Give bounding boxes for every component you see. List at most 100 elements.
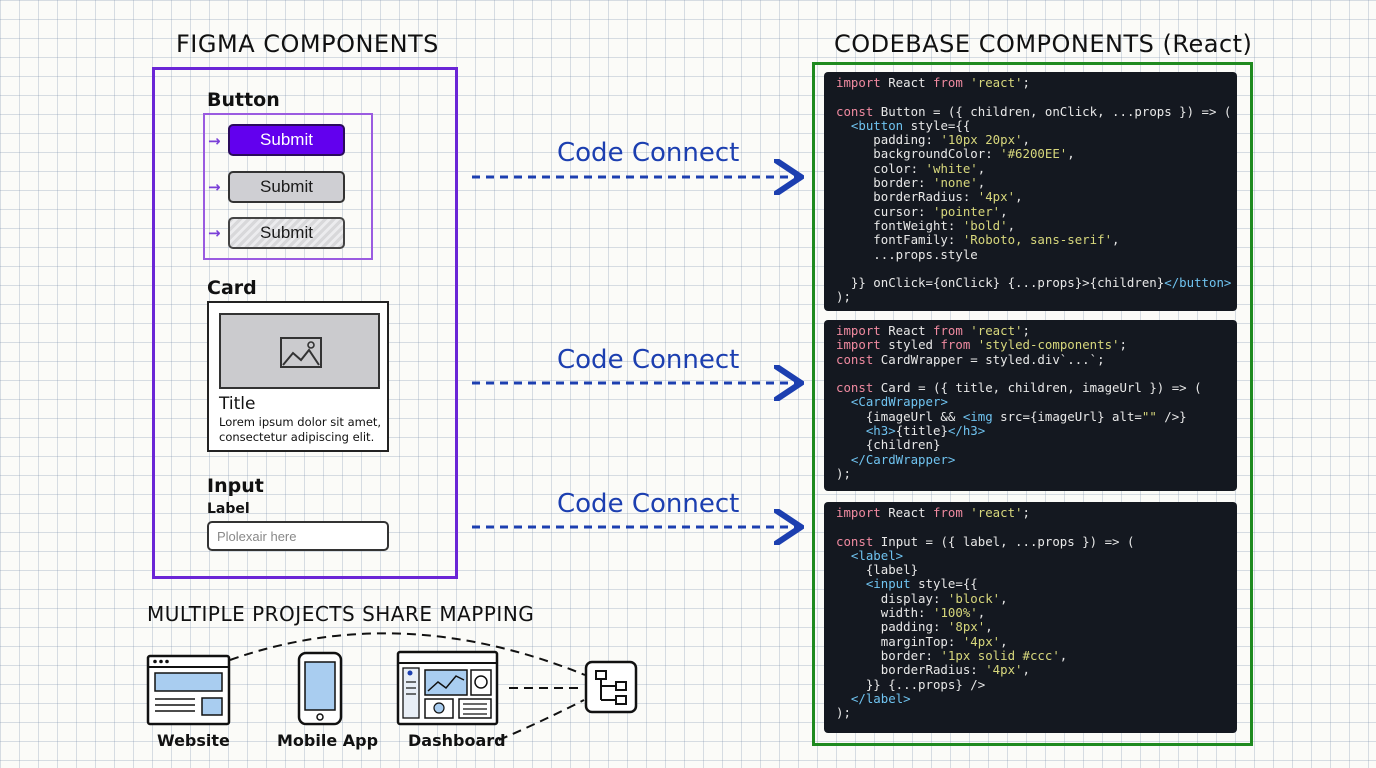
card-title: Title — [219, 394, 256, 414]
code-token: border: — [836, 175, 933, 191]
code-token: , — [1059, 647, 1068, 663]
code-token: borderRadius: — [836, 189, 978, 205]
variant-arrow-icon: → — [208, 224, 221, 242]
code-token: fontFamily: — [836, 232, 963, 248]
code-token: }} onClick={onClick} {...props}>{childre… — [836, 275, 1165, 291]
card-code-panel: import React from 'react';import styled … — [824, 320, 1237, 491]
image-icon — [280, 337, 322, 368]
code-token: 'block' — [947, 590, 1001, 606]
code-token: from — [932, 505, 963, 520]
code-token: const — [836, 533, 874, 549]
code-token: , — [1000, 633, 1008, 649]
code-token: <label> — [850, 547, 904, 563]
code-token: />} — [1156, 408, 1187, 424]
code-token: marginTop: — [836, 633, 963, 649]
code-token: , — [1015, 189, 1023, 205]
code-token: , — [1112, 232, 1120, 248]
code-line: import React from 'react'; — [836, 505, 1237, 520]
submit-button-disabled[interactable]: Submit — [228, 217, 345, 249]
code-line: {label} — [836, 563, 1237, 577]
code-token: </button> — [1164, 275, 1232, 291]
code-token: {label} — [836, 562, 919, 578]
code-token: , — [977, 175, 986, 191]
code-line: }} {...props} /> — [836, 677, 1237, 692]
code-line: border: '1px solid #ccc', — [836, 647, 1237, 663]
code-token: from — [940, 337, 971, 353]
code-line: }} onClick={onClick} {...props}>{childre… — [836, 276, 1237, 290]
code-line: backgroundColor: '#6200EE', — [836, 147, 1237, 161]
mobile-app-caption: Mobile App — [277, 731, 379, 750]
code-token: , — [1022, 132, 1030, 148]
code-line: borderRadius: '4px', — [836, 663, 1237, 677]
code-token: , — [1000, 203, 1008, 219]
code-line: const Card = ({ title, children, imageUr… — [836, 381, 1237, 395]
code-token: width: — [836, 605, 933, 621]
code-line: import React from 'react'; — [836, 75, 1237, 90]
button-component-label: Button — [207, 89, 280, 111]
code-token: 'react' — [970, 505, 1023, 520]
variant-arrow-icon: → — [208, 178, 221, 196]
code-token: fontWeight: — [836, 217, 963, 233]
code-token: from — [932, 75, 963, 90]
code-line: ...props.style — [836, 247, 1237, 262]
code-token: const — [836, 103, 874, 119]
code-token: {title} — [895, 423, 948, 439]
code-line: <button style={{ — [836, 118, 1237, 133]
code-token: ; — [1119, 337, 1127, 353]
code-token: const — [836, 351, 874, 367]
code-line: ); — [836, 706, 1237, 720]
code-token: padding: — [836, 619, 948, 635]
text-input-field[interactable] — [207, 521, 389, 551]
card-component-label: Card — [207, 277, 257, 299]
code-token: Button = ({ children, onClick, ...props … — [873, 103, 1232, 119]
code-line: <input style={{ — [836, 577, 1237, 591]
code-token: import — [836, 337, 881, 353]
code-token: '4px' — [985, 662, 1023, 678]
figma-components-heading: FIGMA COMPONENTS — [176, 30, 439, 58]
code-token: ; — [1022, 505, 1030, 520]
code-token: 'react' — [970, 323, 1023, 338]
website-caption: Website — [157, 731, 230, 750]
code-token: </CardWrapper> — [850, 451, 956, 467]
dashboard-caption: Dashboard — [408, 731, 506, 750]
code-token: </label> — [850, 690, 911, 706]
code-token: ); — [836, 705, 851, 721]
code-line: import styled from 'styled-components'; — [836, 338, 1237, 352]
code-token: , — [985, 619, 993, 635]
code-line: const Button = ({ children, onClick, ...… — [836, 103, 1237, 119]
code-line: padding: '10px 20px', — [836, 133, 1237, 147]
code-token: React — [880, 505, 933, 520]
code-line: cursor: 'pointer', — [836, 203, 1237, 219]
code-token: Card = ({ title, children, imageUrl }) =… — [873, 380, 1202, 396]
code-token: ; — [1022, 323, 1030, 338]
submit-button-secondary[interactable]: Submit — [228, 171, 345, 203]
input-code-panel: import React from 'react'; const Input =… — [824, 502, 1237, 733]
code-connect-label-button: Code Connect — [557, 138, 740, 168]
code-line: ); — [836, 290, 1237, 304]
code-token: ); — [836, 465, 851, 481]
code-token: React — [880, 323, 933, 338]
code-token: , — [1007, 217, 1016, 233]
code-line: <label> — [836, 547, 1237, 563]
codebase-components-heading: CODEBASE COMPONENTS (React) — [834, 30, 1253, 58]
code-token: {children} — [836, 437, 941, 453]
code-token: CardWrapper = styled.div`...`; — [873, 351, 1105, 367]
code-line: const CardWrapper = styled.div`...`; — [836, 351, 1237, 367]
code-token: <img — [962, 408, 993, 424]
card-image-placeholder — [219, 313, 380, 389]
code-line: display: 'block', — [836, 590, 1237, 606]
card-component: Title Lorem ipsum dolor sit amet, consec… — [207, 301, 389, 452]
code-line: {children} — [836, 438, 1237, 452]
code-token: '8px' — [947, 619, 986, 635]
submit-button-primary[interactable]: Submit — [228, 124, 345, 156]
code-token: 'white' — [925, 160, 978, 176]
mapping-connector-website — [229, 632, 586, 676]
code-line: {imageUrl && <img src={imageUrl} alt="" … — [836, 408, 1237, 424]
code-token: '100%' — [932, 605, 978, 621]
code-token: border: — [836, 647, 941, 663]
code-token: backgroundColor: — [836, 146, 1001, 162]
code-line: <CardWrapper> — [836, 395, 1237, 409]
button-variants-box — [203, 113, 373, 260]
code-token: {imageUrl && — [836, 408, 963, 424]
